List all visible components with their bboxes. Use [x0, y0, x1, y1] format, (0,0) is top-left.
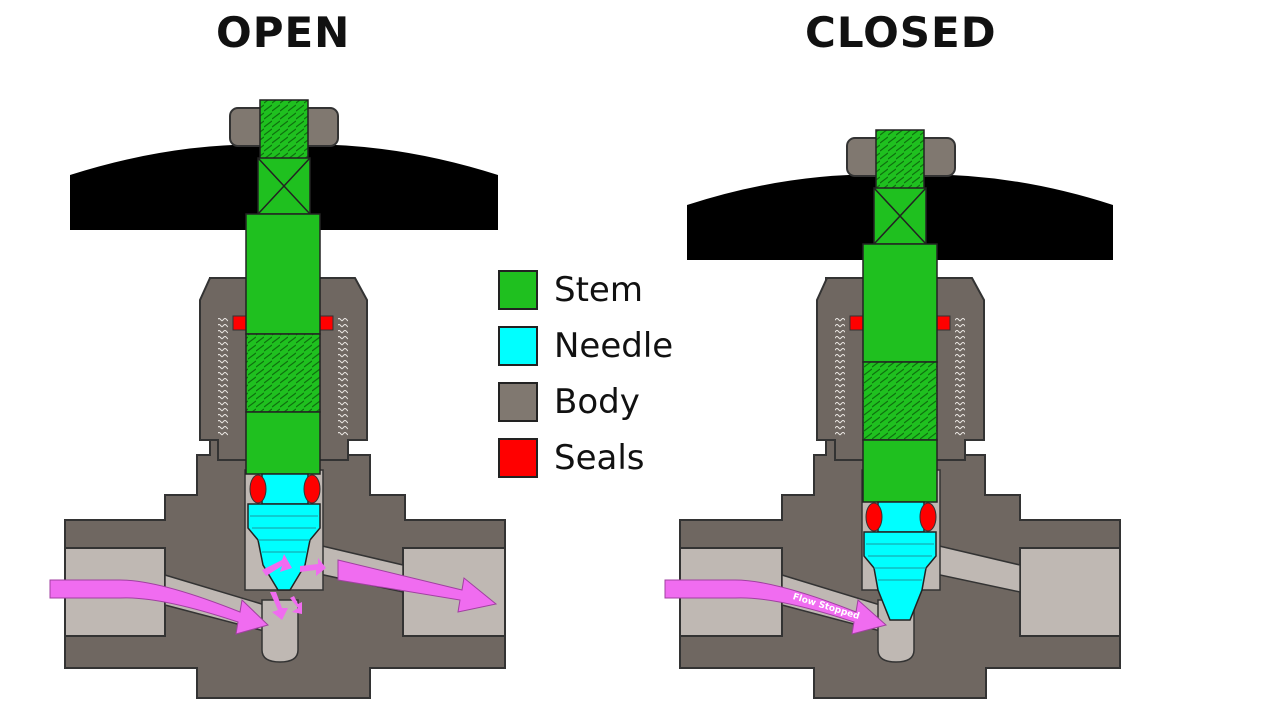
open-seat-chamber — [261, 599, 299, 663]
closed-nut-thread-right — [955, 318, 965, 438]
closed-stem-thread — [862, 361, 938, 441]
open-stem-shaft — [245, 213, 321, 335]
open-stem-square-cross — [257, 157, 311, 215]
open-nut-thread-right — [338, 318, 348, 438]
legend-swatch-seals — [498, 438, 538, 478]
open-valve — [49, 99, 506, 699]
open-seal-top-left — [232, 315, 248, 331]
closed-outlet-port — [1019, 547, 1121, 637]
closed-stem-lower — [862, 439, 938, 503]
legend-item-stem: Stem — [498, 262, 673, 318]
legend-swatch-needle — [498, 326, 538, 366]
closed-stem-shaft — [862, 243, 938, 363]
closed-seal-top-left — [849, 315, 865, 331]
closed-needle-seal-left — [865, 502, 883, 532]
legend-item-body: Body — [498, 374, 673, 430]
closed-valve: Flow Stopped — [664, 129, 1121, 699]
legend-label-stem: Stem — [554, 270, 643, 310]
open-needle-seal-left — [249, 474, 267, 504]
open-flow-small-arrows — [262, 554, 326, 620]
open-needle-grooves — [250, 515, 318, 553]
open-stem-thread — [245, 333, 321, 413]
open-nut-thread-left — [218, 318, 228, 438]
closed-stem-square-cross — [873, 187, 927, 245]
open-stem-top-thread — [259, 99, 309, 161]
legend-label-needle: Needle — [554, 326, 674, 366]
closed-seal-top-right — [935, 315, 951, 331]
legend-item-needle: Needle — [498, 318, 673, 374]
closed-title: CLOSED — [805, 8, 997, 57]
legend-label-body: Body — [554, 382, 640, 422]
open-title: OPEN — [216, 8, 351, 57]
closed-stem-top-thread — [875, 129, 925, 191]
closed-needle-tip — [863, 531, 937, 621]
closed-flow-in-arrow — [664, 579, 888, 635]
closed-needle-seal-right — [919, 502, 937, 532]
legend-item-seals: Seals — [498, 430, 673, 486]
open-flow-in-arrow — [49, 579, 269, 635]
legend-label-seals: Seals — [554, 438, 645, 478]
open-flow-out-arrow — [337, 559, 498, 613]
closed-needle-grooves — [866, 543, 934, 581]
open-stem-lower — [245, 411, 321, 475]
closed-needle-collar — [877, 501, 925, 533]
legend: Stem Needle Body Seals — [498, 262, 673, 486]
open-seal-top-right — [318, 315, 334, 331]
legend-swatch-body — [498, 382, 538, 422]
open-needle-seal-right — [303, 474, 321, 504]
legend-swatch-stem — [498, 270, 538, 310]
closed-nut-thread-left — [835, 318, 845, 438]
open-needle-collar — [261, 473, 309, 505]
